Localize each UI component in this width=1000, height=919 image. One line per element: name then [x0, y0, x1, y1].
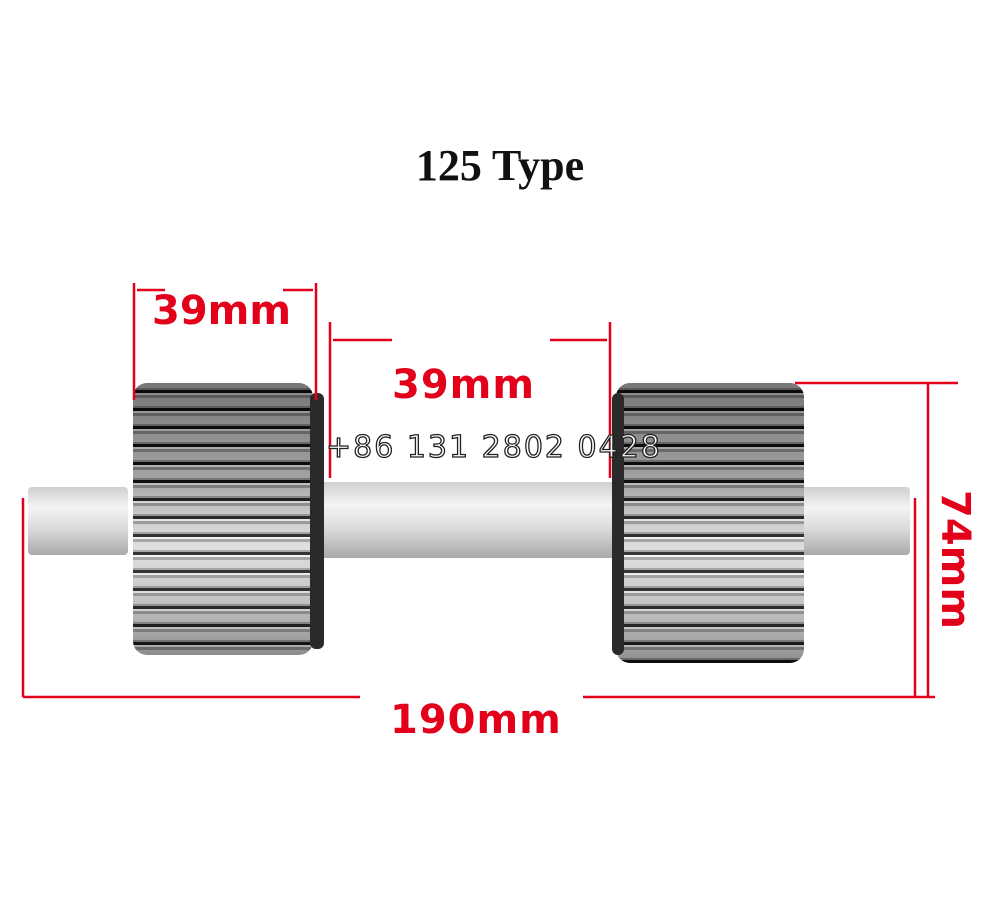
gap-width-label: 39mm	[392, 362, 536, 408]
phone-watermark: +86 131 2802 0428	[325, 429, 662, 465]
roller-diameter-label: 74mm	[932, 490, 978, 630]
right-roller	[612, 383, 804, 663]
roller-width-label: 39mm	[152, 288, 292, 334]
left-roller	[133, 383, 324, 655]
shaft	[28, 482, 910, 558]
dimension-lines	[21, 283, 958, 699]
total-length-label: 190mm	[390, 697, 562, 743]
diagram-title: 125 Type	[415, 141, 585, 190]
